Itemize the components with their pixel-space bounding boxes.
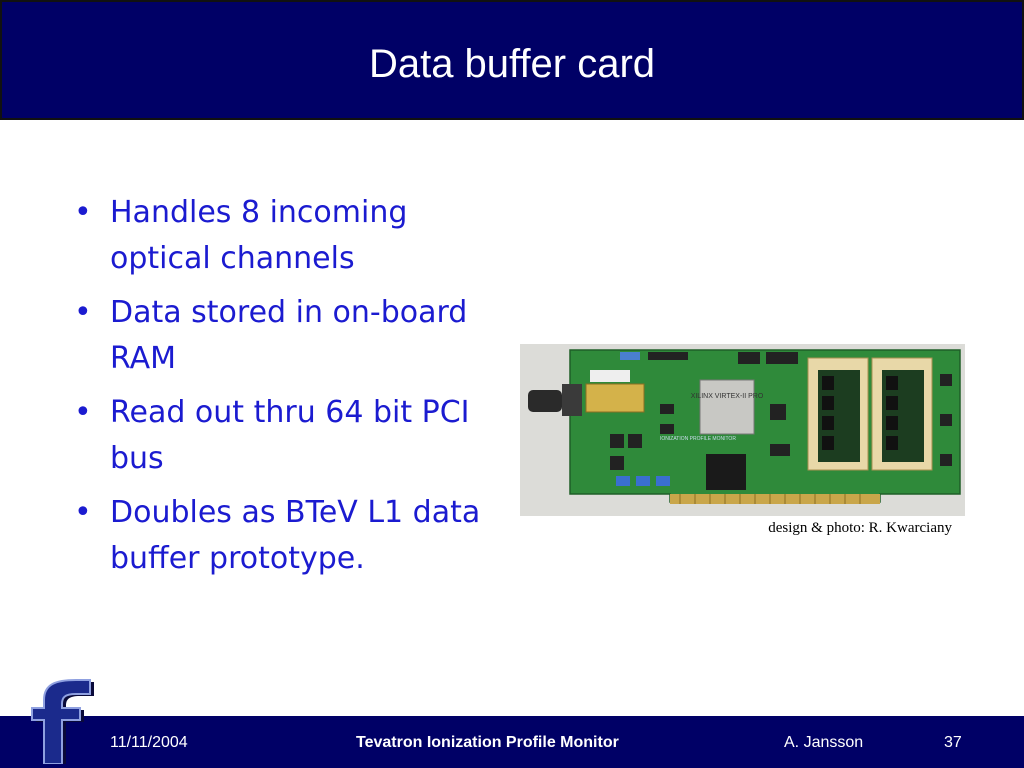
- bullet-item: • Handles 8 incoming optical channels: [70, 190, 510, 282]
- bullet-text: Read out thru 64 bit PCI bus: [110, 395, 470, 476]
- fpga-chip-label: XILINX VIRTEX-II PRO: [691, 393, 764, 400]
- circuit-board-illustration: XILINX VIRTEX-II PRO IONIZATION PROFILE …: [520, 344, 965, 516]
- bullet-list: • Handles 8 incoming optical channels • …: [70, 190, 510, 590]
- slide-title: Data buffer card: [368, 42, 656, 86]
- bullet-text: Data stored in on-board RAM: [110, 295, 468, 376]
- footer-author: A. Jansson: [784, 734, 864, 751]
- bullet-text: Handles 8 incoming optical channels: [110, 195, 408, 276]
- bullet-dot-icon: •: [74, 295, 92, 330]
- bullet-item: • Read out thru 64 bit PCI bus: [70, 390, 510, 482]
- title-bar: Data buffer card: [0, 0, 1024, 120]
- bullet-dot-icon: •: [74, 195, 92, 230]
- fermilab-f-logo: [31, 679, 94, 764]
- footer-bar: [0, 716, 1024, 768]
- bullet-dot-icon: •: [74, 495, 92, 530]
- bullet-item: • Doubles as BTeV L1 data buffer prototy…: [70, 490, 510, 582]
- board-silkscreen-label: IONIZATION PROFILE MONITOR: [660, 436, 736, 442]
- photo-caption: design & photo: R. Kwarciany: [768, 520, 952, 536]
- footer-title: Tevatron Ionization Profile Monitor: [356, 734, 619, 751]
- bullet-dot-icon: •: [74, 395, 92, 430]
- bullet-item: • Data stored in on-board RAM: [70, 290, 510, 382]
- footer-date: 11/11/2004: [110, 734, 188, 751]
- circuit-board-photo: XILINX VIRTEX-II PRO IONIZATION PROFILE …: [520, 344, 965, 516]
- bullet-text: Doubles as BTeV L1 data buffer prototype…: [110, 495, 481, 576]
- page-number: 37: [944, 734, 962, 751]
